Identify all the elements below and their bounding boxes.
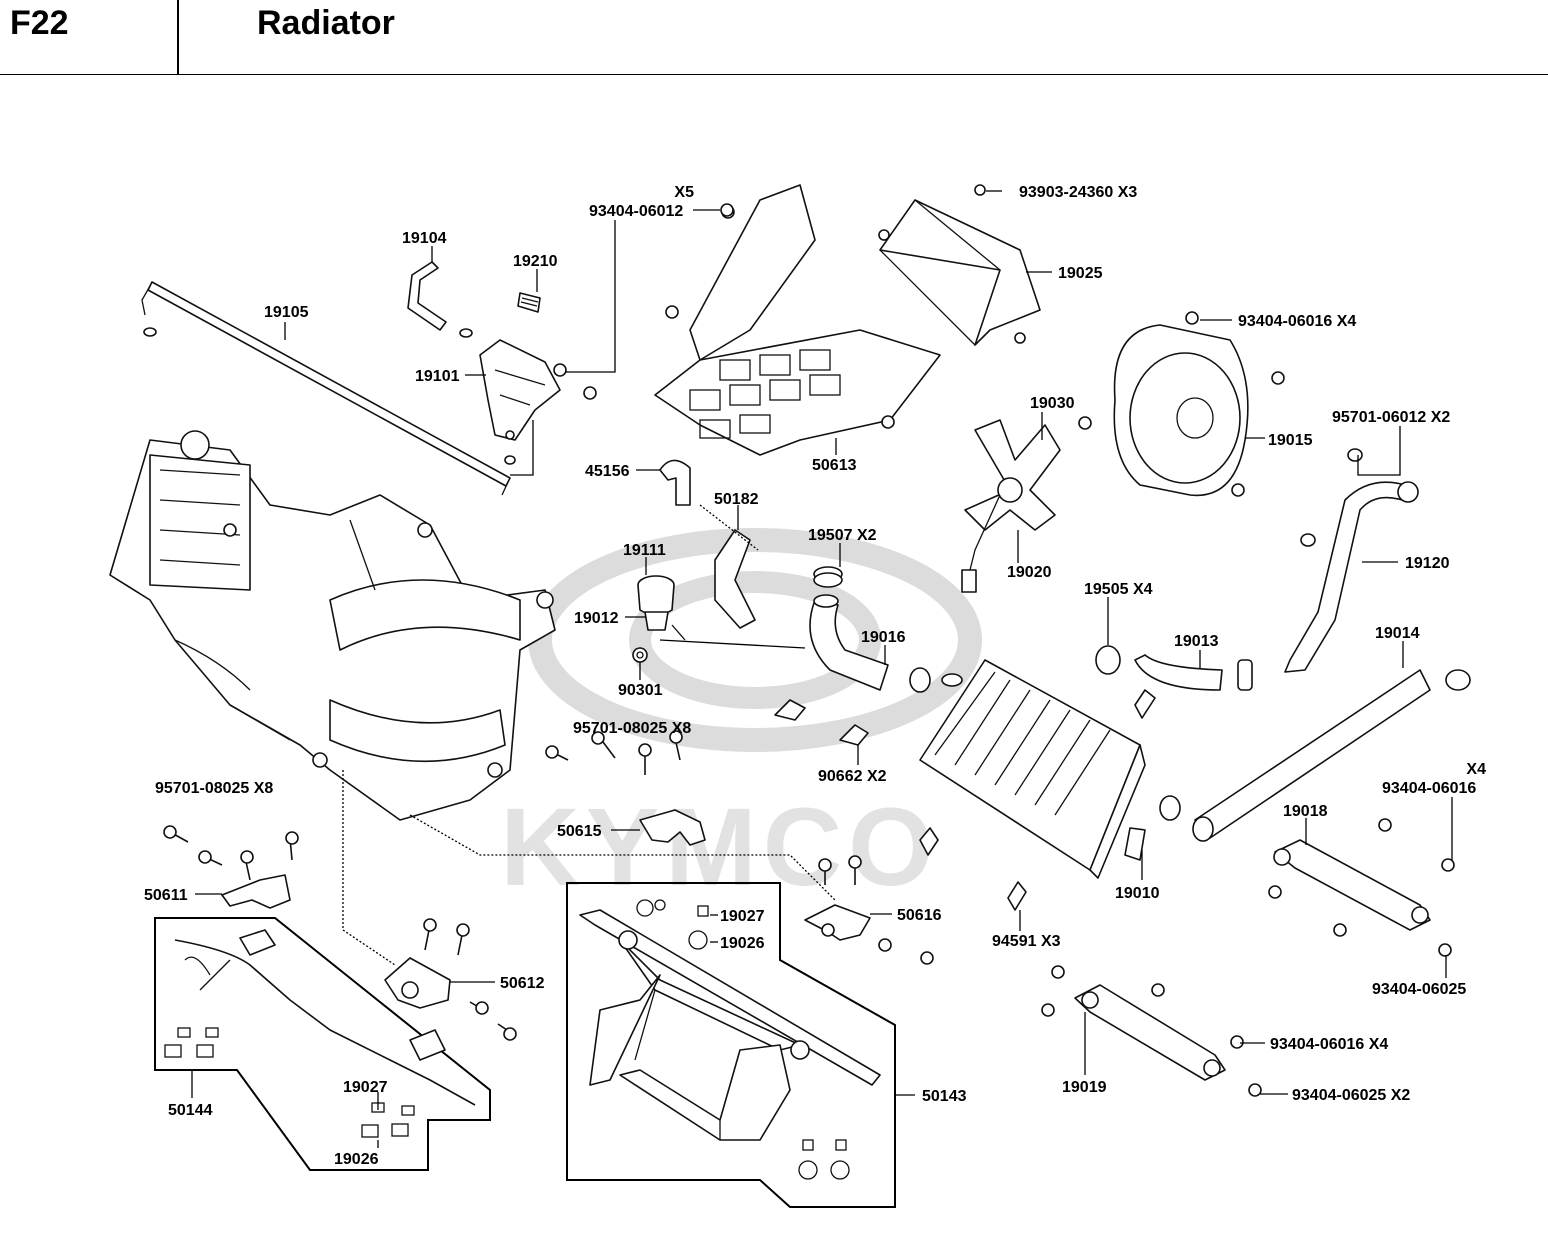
part-19120-pipe xyxy=(1284,448,1419,673)
part-50613-shroud xyxy=(654,184,941,456)
watermark-text: KYMCO xyxy=(500,786,939,909)
callout-19020: 19020 xyxy=(1007,564,1052,581)
part-19210-cap xyxy=(517,292,541,313)
callout-45156: 45156 xyxy=(585,463,630,480)
callout-90662: 90662 X2 xyxy=(818,768,887,785)
callout-50616: 50616 xyxy=(897,907,942,924)
part-19010-radiator xyxy=(919,659,1146,879)
part-93404-06012-screw xyxy=(720,203,734,217)
callout-19025: 19025 xyxy=(1058,265,1103,282)
part-19104-hose xyxy=(407,261,473,338)
part-19111-cap xyxy=(637,575,675,616)
callout-19027-center: 19027 xyxy=(720,908,765,925)
part-90662-clip xyxy=(774,699,869,746)
callout-19015: 19015 xyxy=(1268,432,1313,449)
callout-19027-left: 19027 xyxy=(343,1079,388,1096)
part-19020-fan-motor xyxy=(961,494,1001,593)
callout-50144: 50144 xyxy=(168,1102,213,1119)
callout-19026-center: 19026 xyxy=(720,935,765,952)
callout-94591: 94591 X3 xyxy=(992,933,1061,950)
callout-19012: 19012 xyxy=(574,610,619,627)
section-code: F22 xyxy=(10,4,69,42)
callout-19013: 19013 xyxy=(1174,633,1219,650)
part-19101-reservoir xyxy=(479,339,597,441)
callout-19104: 19104 xyxy=(402,230,447,247)
callout-93404-06016-x4: 93404-06016 X4 xyxy=(1238,313,1356,330)
kymco-watermark: KYMCO xyxy=(500,528,982,909)
callout-93404-06025: 93404-06025 xyxy=(1372,981,1466,998)
callout-19019: 19019 xyxy=(1062,1079,1107,1096)
part-19019-bracket xyxy=(1041,965,1262,1097)
part-90301-washer xyxy=(632,647,648,663)
page-header: F22 Radiator xyxy=(0,0,1548,75)
part-95701-08025-left-bolts xyxy=(163,825,299,881)
callout-50182: 50182 xyxy=(714,491,759,508)
callout-x4: X4 xyxy=(1466,761,1486,778)
callout-19507: 19507 X2 xyxy=(808,527,877,544)
part-94591-clip xyxy=(919,689,1156,911)
part-19018-bracket xyxy=(1268,818,1455,957)
callout-50615: 50615 xyxy=(557,823,602,840)
callout-19505: 19505 X4 xyxy=(1084,581,1153,598)
part-50143-box xyxy=(566,882,896,1208)
callout-93404-06025-x2: 93404-06025 X2 xyxy=(1292,1087,1410,1104)
part-19014-hose xyxy=(1192,669,1431,842)
callout-19101: 19101 xyxy=(415,368,460,385)
part-19105-rod xyxy=(141,281,516,496)
part-19025-cover xyxy=(878,184,1041,346)
callout-90301: 90301 xyxy=(618,682,663,699)
callout-19018: 19018 xyxy=(1283,803,1328,820)
callout-19030: 19030 xyxy=(1030,395,1075,412)
callout-50612: 50612 xyxy=(500,975,545,992)
header-divider xyxy=(177,0,179,74)
part-19016-hose xyxy=(809,594,931,693)
part-50615-bracket xyxy=(639,809,706,846)
leader-lines xyxy=(191,190,1453,1148)
callout-19026-left: 19026 xyxy=(334,1151,379,1168)
callout-93404-06016-x4-lower: 93404-06016 X4 xyxy=(1270,1036,1388,1053)
callout-93903-24360: 93903-24360 X3 xyxy=(1019,184,1137,201)
part-50182-bracket xyxy=(714,529,756,629)
part-50612-bracket xyxy=(384,918,517,1041)
callout-50143: 50143 xyxy=(922,1088,967,1105)
part-19507-hose-clamp xyxy=(813,566,843,588)
callout-19010: 19010 xyxy=(1115,885,1160,902)
callout-50613: 50613 xyxy=(812,457,857,474)
part-45156-clamp xyxy=(659,459,691,506)
engine-frame xyxy=(109,430,556,821)
part-95701-08025-bolts xyxy=(545,730,683,775)
callout-95701-08025-left: 95701-08025 X8 xyxy=(155,780,273,797)
part-50144-box xyxy=(154,917,491,1171)
callout-x5: X5 xyxy=(674,184,694,201)
part-19030-fan-blade xyxy=(964,419,1061,531)
part-19505-hose-clamp xyxy=(1095,645,1471,821)
part-callouts: X5 93404-06012 93903-24360 X3 19104 1921… xyxy=(144,184,1486,1168)
callout-19120: 19120 xyxy=(1405,555,1450,572)
part-50616-bracket xyxy=(804,855,934,965)
callout-93404-06012: 93404-06012 xyxy=(589,203,683,220)
callout-93404-06016: 93404-06016 xyxy=(1382,780,1476,797)
part-19013-hose xyxy=(1134,654,1253,691)
callout-95701-06012: 95701-06012 X2 xyxy=(1332,409,1450,426)
part-50611-bracket xyxy=(221,874,291,909)
callout-19210: 19210 xyxy=(513,253,558,270)
callout-19111: 19111 xyxy=(623,542,666,559)
callout-19016: 19016 xyxy=(861,629,906,646)
part-19015-fan-housing xyxy=(1078,311,1285,497)
callout-19014: 19014 xyxy=(1375,625,1420,642)
callout-95701-08025-center: 95701-08025 X8 xyxy=(573,720,691,737)
part-19012-thermostat xyxy=(644,611,686,641)
callout-19105: 19105 xyxy=(264,304,309,321)
callout-50611: 50611 xyxy=(144,887,188,904)
section-title: Radiator xyxy=(257,4,395,42)
